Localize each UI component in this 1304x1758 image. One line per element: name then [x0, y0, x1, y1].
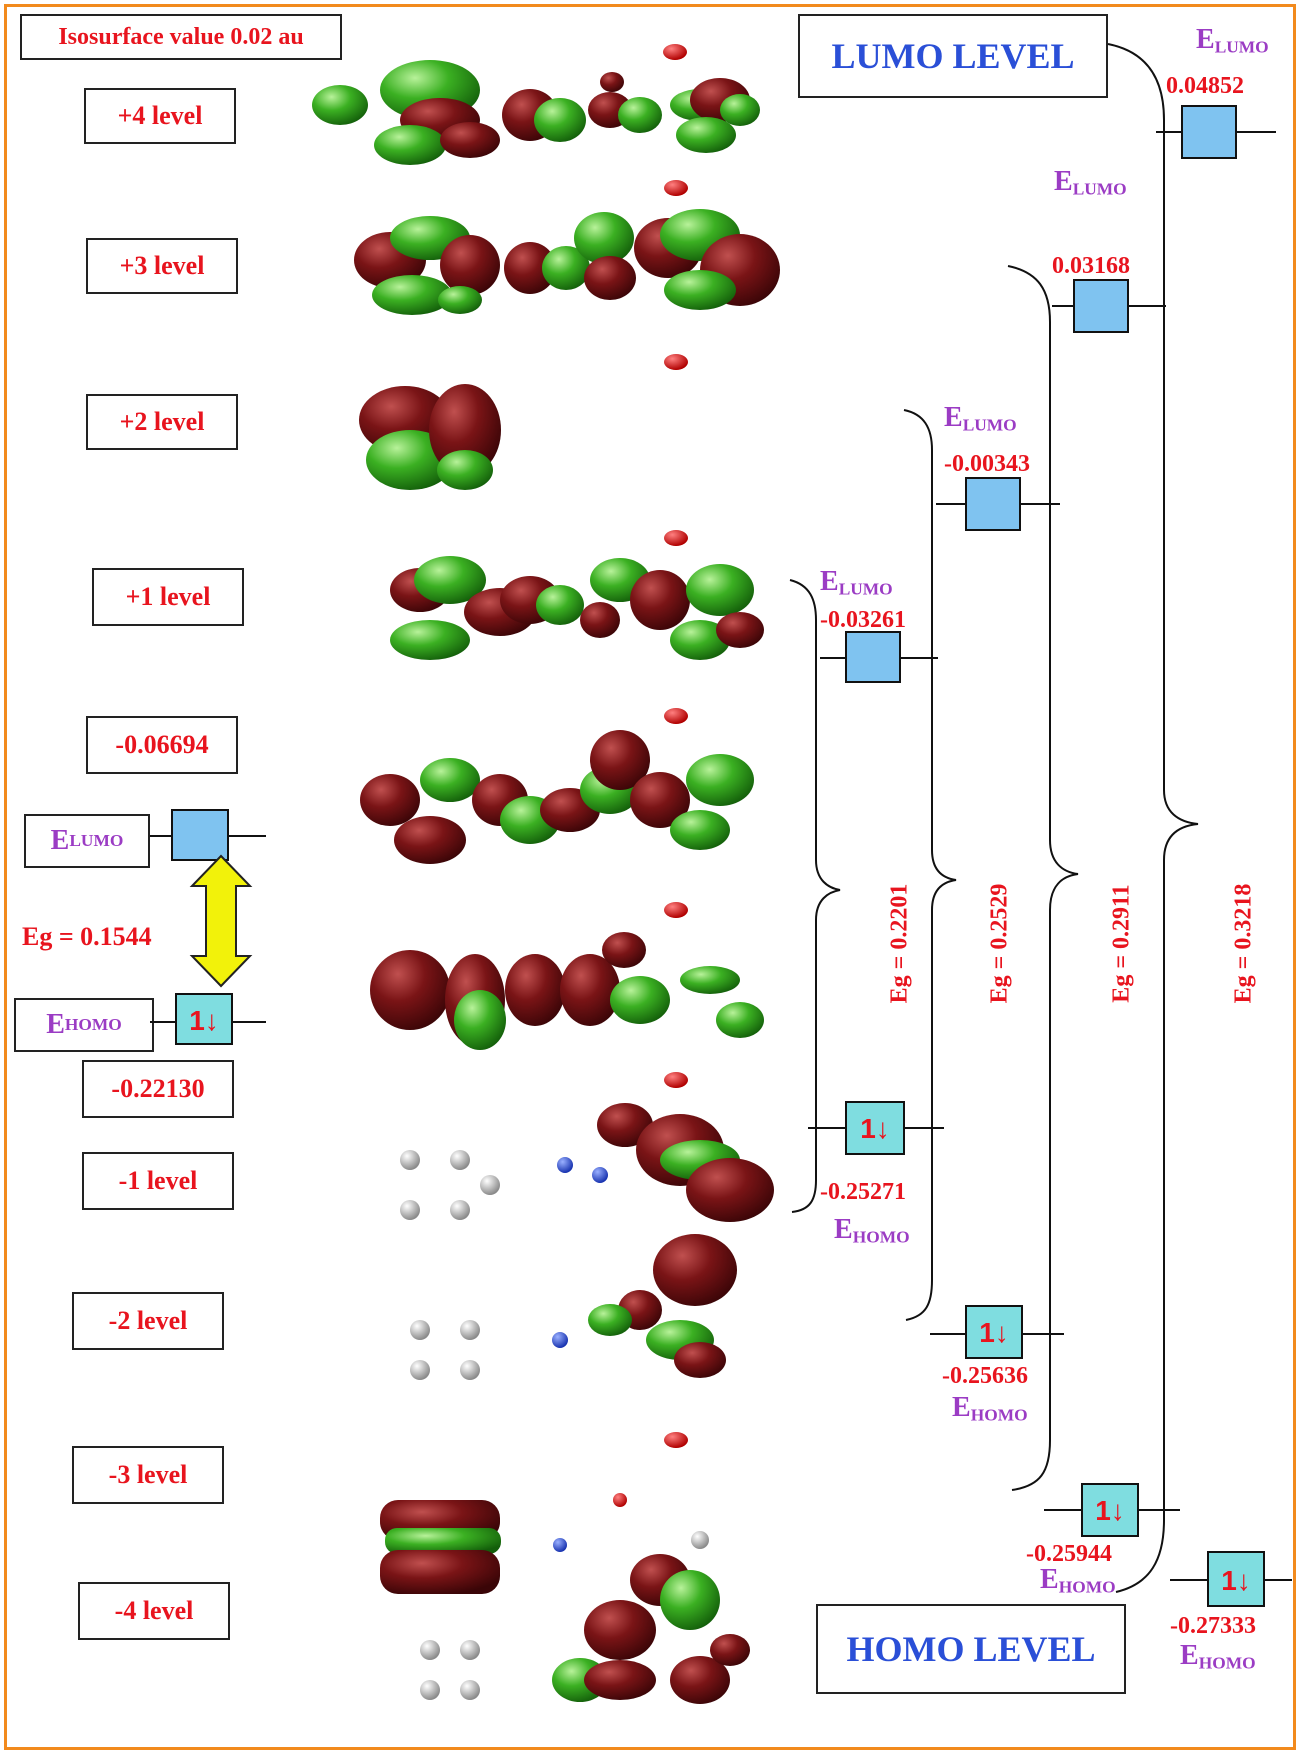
level-label-lumo-value: -0.06694 [86, 716, 238, 774]
level-label-plus2: +2 level [86, 394, 238, 450]
svg-text:1↓: 1↓ [1221, 1565, 1251, 1596]
level-label-plus4: +4 level [84, 88, 236, 144]
gap-arrow [189, 854, 253, 988]
left-lumo-box [171, 809, 229, 861]
orbital-minus2 [410, 1234, 737, 1380]
pair-3-lumo-value: 0.03168 [1052, 253, 1130, 279]
pair-4-elumo-label: ELUMO [1196, 26, 1269, 56]
pair-3-homo-value: -0.25944 [1026, 1541, 1112, 1567]
orbital-minus4 [420, 1554, 750, 1704]
pair-3-elumo-label: ELUMO [1054, 168, 1127, 198]
ehomo-sub: HOMO [64, 1015, 122, 1034]
figure-frame [4, 4, 1296, 1750]
pair-2-diagram: 1↓ [903, 409, 1064, 1359]
level-label-minus2: -2 level [72, 1292, 224, 1350]
orbital-plus4 [312, 44, 760, 165]
level-label-plus3: +3 level [86, 238, 238, 294]
orbital-lumo [360, 708, 754, 864]
pair-2-elumo-label: ELUMO [944, 404, 1017, 434]
pair-2-lumo-value: -0.00343 [944, 451, 1030, 477]
orbital-plus1 [390, 530, 764, 660]
pair-4-gap-label: Eg = 0.3218 [1230, 883, 1257, 1004]
pair-4-diagram: 1↓ [1107, 43, 1292, 1607]
pair-3-ehomo-sub: HOMO [1058, 1577, 1116, 1597]
pair-4-homo-value: -0.27333 [1170, 1613, 1256, 1639]
pair-4-lumo-value: 0.04852 [1166, 73, 1244, 99]
pair-4-ehomo-label: EHOMO [1180, 1642, 1256, 1672]
isosurface-label: Isosurface value 0.02 au [20, 14, 342, 60]
orbital-minus3 [380, 1432, 709, 1594]
pair-1-lumo-value: -0.03261 [820, 607, 906, 633]
pair-3-ehomo-label: EHOMO [1040, 1566, 1116, 1596]
lumo-level-title: LUMO LEVEL [798, 14, 1108, 98]
pair-2-ehomo-label: EHOMO [952, 1394, 1028, 1424]
pair-1-ehomo-sub: HOMO [852, 1227, 910, 1247]
pair-3-ehomo-e: E [1040, 1564, 1059, 1595]
level-label-minus3: -3 level [72, 1446, 224, 1504]
pair-1-gap-label: Eg = 0.2201 [886, 883, 913, 1004]
pair-1-elumo-label: ELUMO [820, 568, 893, 598]
pair-2-ehomo-sub: HOMO [970, 1405, 1028, 1425]
left-homo-electrons: 1↓ [189, 1005, 219, 1036]
pair-2-gap-label: Eg = 0.2529 [986, 883, 1013, 1004]
level-label-plus1: +1 level [92, 568, 244, 626]
pair-1-ehomo-e: E [834, 1214, 853, 1245]
pair-1-homo-value: -0.25271 [820, 1179, 906, 1205]
pair-4-ehomo-sub: HOMO [1198, 1653, 1256, 1673]
orbital-minus1 [400, 1072, 774, 1222]
pair-4-elumo-sub: LUMO [1214, 37, 1269, 57]
level-label-minus1: -1 level [82, 1152, 234, 1210]
elumo-sub: LUMO [69, 831, 124, 850]
pair-3-diagram: 1↓ [1007, 265, 1180, 1537]
level-label-homo-value: -0.22130 [82, 1060, 234, 1118]
pair-2-ehomo-e: E [952, 1392, 971, 1423]
pair-3-elumo-sub: LUMO [1072, 179, 1127, 199]
orbital-plus3 [354, 180, 780, 315]
svg-text:1↓: 1↓ [1095, 1495, 1125, 1526]
orbital-plus2 [359, 354, 688, 490]
level-label-minus4: -4 level [78, 1582, 230, 1640]
orbital-homo [370, 902, 764, 1050]
ehomo-e: E [46, 1009, 65, 1040]
pair-3-gap-label: Eg = 0.2911 [1108, 884, 1135, 1003]
left-energy-diagram: 1↓ [150, 809, 266, 1045]
left-homo-box [175, 993, 233, 1045]
pair-2-homo-value: -0.25636 [942, 1363, 1028, 1389]
pair-2-elumo-e: E [944, 402, 963, 433]
homo-level-title: HOMO LEVEL [816, 1604, 1126, 1694]
left-gap-label: Eg = 0.1544 [22, 922, 152, 951]
pair-1-elumo-sub: LUMO [838, 579, 893, 599]
pair-1-ehomo-label: EHOMO [834, 1216, 910, 1246]
pair-1-elumo-e: E [820, 566, 839, 597]
pair-1-diagram: 1↓ [789, 579, 944, 1213]
pair-4-elumo-e: E [1196, 24, 1215, 55]
pair-2-elumo-sub: LUMO [962, 415, 1017, 435]
svg-text:1↓: 1↓ [860, 1113, 890, 1144]
svg-text:1↓: 1↓ [979, 1317, 1009, 1348]
pair-4-ehomo-e: E [1180, 1640, 1199, 1671]
elumo-e: E [50, 825, 70, 856]
pair-3-elumo-e: E [1054, 166, 1073, 197]
